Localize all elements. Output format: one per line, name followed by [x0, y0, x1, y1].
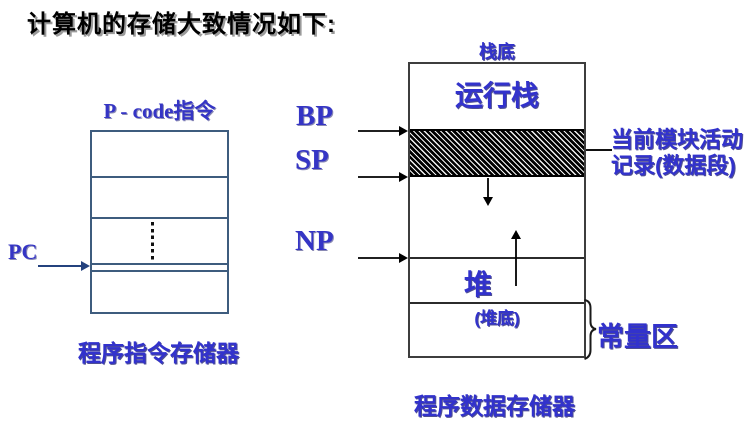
sp-arrow [358, 172, 408, 182]
heap-bottom-line [410, 302, 584, 304]
data-memory-box [408, 62, 586, 358]
instruction-memory-box [90, 130, 229, 314]
heap-label: 堆 [464, 269, 493, 300]
instruction-memory-divider-2 [92, 217, 227, 219]
activation-record-label: 当前模块活动 记录(数据段) [611, 127, 743, 179]
page-title: 计算机的存储大致情况如下: [27, 11, 336, 38]
heap-grow-up-arrow [511, 230, 521, 286]
heap-bottom-label: (堆底) [474, 309, 520, 328]
np-arrow [358, 253, 408, 263]
instruction-memory-divider-3 [92, 263, 227, 265]
activation-record-region [410, 129, 584, 177]
pc-register-label: PC [8, 239, 38, 264]
run-stack-label: 运行栈 [454, 80, 539, 111]
constant-area-brace [584, 299, 597, 360]
constant-area-label: 常量区 [597, 322, 678, 352]
stack-grow-down-arrow [483, 178, 493, 206]
np-register-label: NP [295, 225, 334, 257]
instruction-memory-caption: 程序指令存储器 [78, 340, 239, 366]
activation-record-connector-line [586, 149, 612, 151]
instruction-memory-divider-4 [92, 270, 227, 272]
activation-record-label-line2: 记录(数据段) [611, 153, 736, 178]
instruction-memory-header: P - code指令 [103, 99, 216, 123]
bp-register-label: BP [296, 100, 334, 132]
pc-arrow [38, 261, 90, 271]
np-boundary-line [410, 257, 584, 259]
ellipsis-dots-icon [151, 222, 154, 262]
activation-record-label-line1: 当前模块活动 [611, 127, 744, 152]
sp-register-label: SP [295, 144, 329, 176]
stack-bottom-label: 栈底 [479, 42, 515, 62]
instruction-memory-divider-1 [92, 176, 227, 178]
data-memory-caption: 程序数据存储器 [414, 393, 575, 419]
bp-arrow [358, 126, 408, 136]
